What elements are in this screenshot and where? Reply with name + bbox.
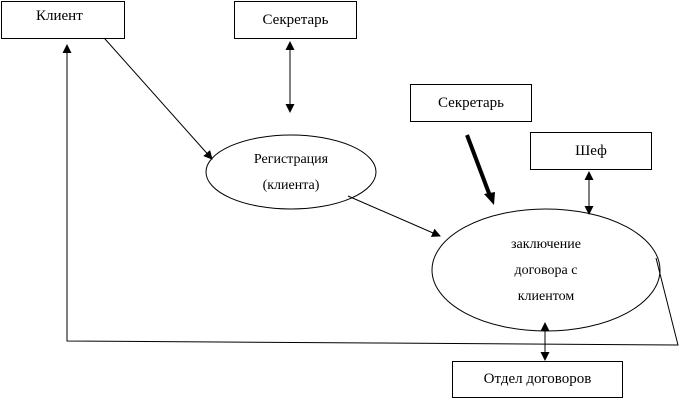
chef-label: Шеф <box>575 142 607 159</box>
secretary-right-box: Секретарь <box>410 84 532 122</box>
arrow-secretary-to-contract-head <box>484 192 495 205</box>
contract-text: заключение договора с клиентом <box>466 232 626 310</box>
secretary-top-label: Секретарь <box>262 11 329 28</box>
client-label: Клиент <box>36 8 83 24</box>
client-box: Клиент <box>1 1 125 39</box>
arrow-contract-to-client <box>62 44 679 346</box>
contract-line-1: заключение <box>511 237 581 252</box>
chef-box: Шеф <box>530 132 652 170</box>
contracts-dept-label: Отдел договоров <box>483 371 592 387</box>
arrow-secretary-to-contract <box>465 134 492 197</box>
contracts-dept-box: Отдел договоров <box>452 361 623 398</box>
registration-line-1: Регистрация <box>253 152 329 167</box>
secretary-top-box: Секретарь <box>234 1 357 39</box>
registration-ellipse <box>205 134 377 210</box>
arrow-registration-to-contract <box>347 195 441 237</box>
contract-line-3: клиентом <box>517 289 575 304</box>
secretary-right-label: Секретарь <box>437 94 505 111</box>
registration-line-2: (клиента) <box>262 178 320 193</box>
contract-line-2: договора с <box>514 263 578 278</box>
arrow-client-to-registration <box>96 29 213 160</box>
registration-text: Регистрация (клиента) <box>211 147 371 199</box>
